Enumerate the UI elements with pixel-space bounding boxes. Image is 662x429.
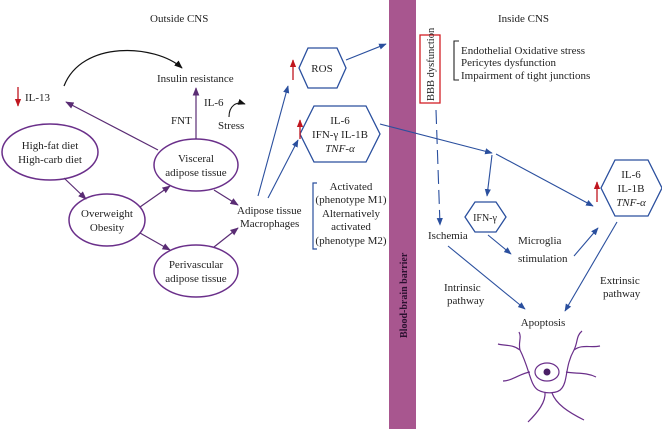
bbb-dysfunction-box [419, 34, 441, 104]
macrophages-to-ros-arrow [257, 85, 290, 197]
il13-label: IL-13 [25, 92, 51, 104]
cytokines-outside-line-2: IFN-γ IL-1B [312, 129, 368, 141]
activated-line-2: (phenotype M1) [315, 194, 387, 206]
visceral-line-1: Visceral [178, 153, 214, 165]
cytokines-inside-hexagon [600, 159, 662, 217]
intrinsic-line-1: Intrinsic [444, 282, 481, 294]
inside-cns-header: Inside CNS [498, 13, 549, 25]
insulin-resistance-label: Insulin resistance [157, 73, 234, 85]
overweight-obesity-node [68, 193, 146, 247]
perivascular-line-1: Perivascular [169, 259, 224, 271]
diet-line-2: High-carb diet [18, 154, 82, 166]
perivascular-to-macrophages-arrow [213, 227, 239, 248]
visceral-line-2: adipose tissue [165, 167, 227, 179]
bbb-to-ischemia-arrow [435, 109, 443, 226]
overweight-line-1: Overweight [81, 208, 133, 220]
diet-line-1: High-fat diet [22, 140, 79, 152]
perivascular-line-2: adipose tissue [165, 273, 227, 285]
branch-to-ifn-arrow [484, 154, 493, 197]
overweight-to-visceral-arrow [139, 185, 171, 208]
cytokines-outside-line-1: IL-6 [330, 115, 350, 127]
neuron-icon [497, 330, 601, 423]
visceral-to-macrophages-arrow [213, 189, 239, 206]
diet-node [1, 123, 99, 181]
branch-to-cytokines-inside-arrow [495, 153, 594, 207]
macrophages-to-cytokines-arrow [267, 139, 299, 199]
ros-label: ROS [311, 63, 332, 75]
ischemia-to-apoptosis-arrow [447, 245, 526, 310]
cytokines-outside-line-3: TNF-α [325, 143, 355, 155]
outside-cns-header: Outside CNS [150, 13, 208, 25]
ifn-gamma-label: IFN-γ [473, 213, 497, 224]
bbb-effect-3: Impairment of tight junctions [461, 70, 590, 82]
cytokines-inside-line-1: IL-6 [621, 169, 641, 181]
intrinsic-line-2: pathway [447, 295, 485, 307]
macrophages-line-1: Adipose tissue [237, 205, 302, 217]
extrinsic-line-2: pathway [603, 288, 641, 300]
overweight-to-perivascular-arrow [139, 232, 171, 251]
visceral-to-il13-arrow [65, 101, 159, 151]
microglia-to-cytokines-arrow [573, 227, 599, 257]
activated-line-3: Alternatively [322, 208, 381, 220]
ros-to-bbb-arrow [345, 43, 387, 61]
macrophages-line-2: Macrophages [240, 218, 299, 230]
ifn-gamma-hexagon [464, 201, 507, 233]
overweight-line-2: Obesity [90, 222, 125, 234]
perivascular-adipose-node [153, 244, 239, 298]
diet-to-overweight-arrow [63, 177, 87, 200]
activated-line-5: (phenotype M2) [315, 235, 387, 247]
stress-curl-arrow [228, 98, 246, 118]
il13-to-insulin-arrow [63, 49, 183, 87]
activated-line-1: Activated [330, 181, 373, 193]
bbb-effects-bracket [453, 40, 459, 81]
fnt-label: FNT [171, 115, 192, 127]
ros-hexagon [298, 47, 347, 89]
microglia-line-2: stimulation [518, 253, 568, 265]
activated-line-4: activated [331, 221, 371, 233]
stress-label: Stress [218, 120, 244, 132]
blood-brain-barrier-band [389, 0, 416, 429]
visceral-adipose-node [153, 138, 239, 192]
cytokines-inside-line-3: TNF-α [616, 197, 646, 209]
ischemia-label: Ischemia [428, 230, 468, 242]
extrinsic-line-1: Extrinsic [600, 275, 640, 287]
cytokines-to-inside-arrow [379, 123, 493, 155]
microglia-line-1: Microglia [518, 235, 561, 247]
cytokines-inside-line-2: IL-1B [618, 183, 645, 195]
ifn-to-microglia-arrow [487, 234, 512, 255]
apoptosis-label: Apoptosis [521, 317, 566, 329]
phenotype-bracket [312, 182, 317, 250]
bbb-effect-2: Pericytes dysfunction [461, 57, 557, 69]
cytokines-to-apoptosis-arrow [564, 221, 618, 312]
bbb-effect-1: Endothelial Oxidative stress [461, 45, 585, 57]
blood-brain-barrier-label: Blood-brain barrier [399, 252, 410, 338]
bbb-dysfunction-label: BBB dysfunction [426, 27, 437, 101]
il6-outside-label: IL-6 [204, 97, 224, 109]
